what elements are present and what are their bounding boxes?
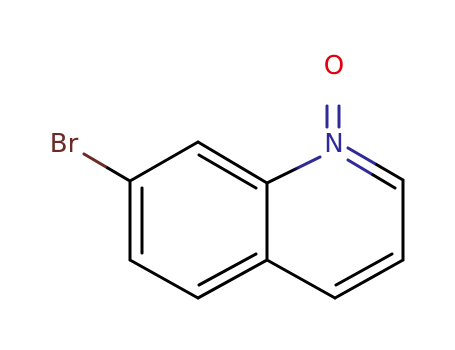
atom-oxygen-label: O — [324, 51, 344, 81]
bond-n-c2 — [346, 146, 405, 182]
bond-n-c2-inner — [346, 158, 397, 190]
bond-c3-c4-inner — [334, 252, 394, 287]
atom-bromine-label: Br — [50, 129, 79, 159]
bond-n-c8a — [265, 155, 322, 185]
bond-c7-br — [82, 152, 132, 183]
bond-c8-c7 — [128, 140, 200, 183]
bond-c3-c4 — [333, 258, 405, 300]
bond-c8a-c8 — [196, 140, 269, 185]
atom-nitrogen-label: N — [324, 129, 343, 159]
bond-c5-c4a — [196, 258, 269, 300]
bond-c6-c5 — [128, 258, 200, 300]
bond-c5-c4a-inner — [197, 252, 258, 287]
bond-c4-c4a — [265, 258, 337, 300]
bond-c8a-c8-inner — [197, 153, 258, 190]
